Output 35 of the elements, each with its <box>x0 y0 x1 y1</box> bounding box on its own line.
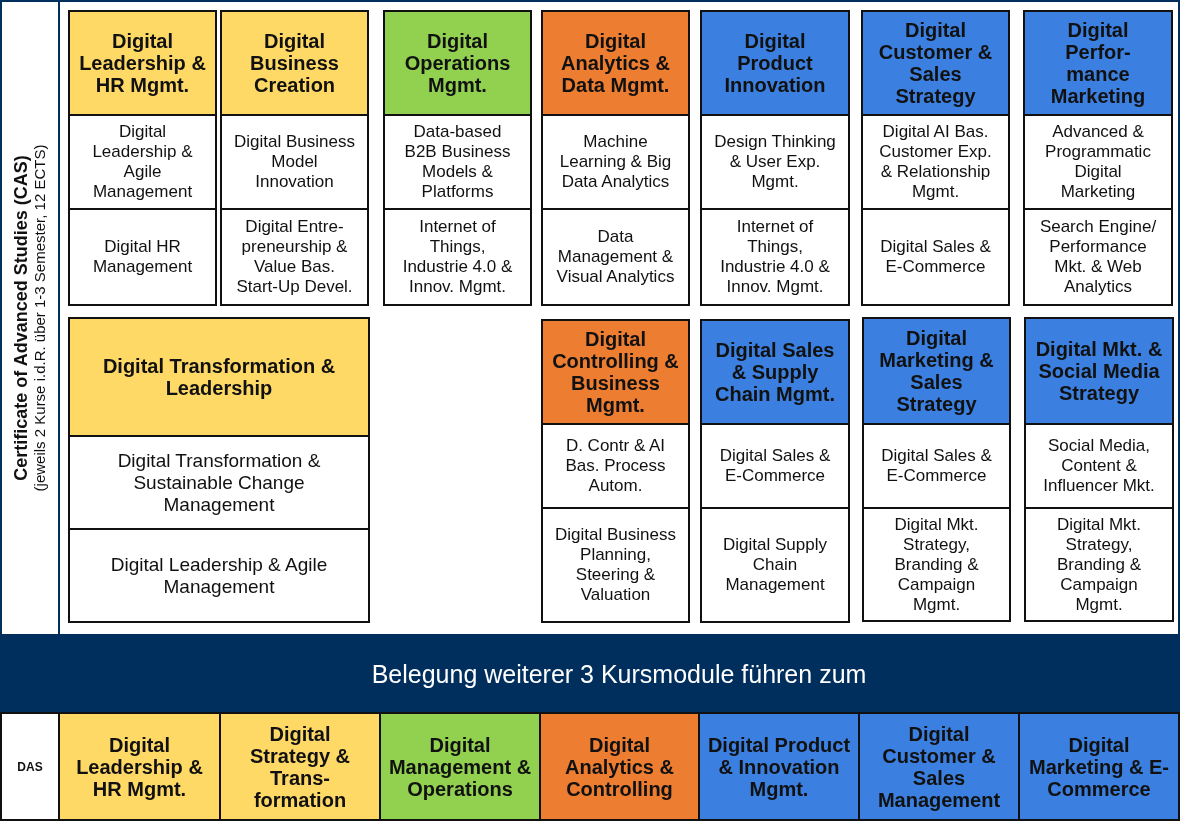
row-subheading: (jeweils 2 Kurse i.d.R. über 1-3 Semester, 12 ECTS) <box>31 144 49 492</box>
degree-module: Digital Customer & Sales Management <box>858 712 1020 821</box>
module-heading: Digital Operations Mgmt. <box>385 12 530 116</box>
degree-module: Digital Product & Innovation Mgmt. <box>698 712 860 821</box>
module-heading: Digital Sales & Supply Chain Mgmt. <box>702 321 848 425</box>
course-column <box>1023 10 1173 306</box>
degree-module: Digital Strategy & Trans- formation <box>219 712 381 821</box>
module-heading: Digital Marketing & Sales Strategy <box>864 319 1009 425</box>
course-column <box>862 317 1011 622</box>
module-heading: Digital Leadership & HR Mgmt. <box>70 12 215 116</box>
row-heading: Certificate of Advanced Studies (CAS) <box>11 155 31 481</box>
course-column <box>68 317 370 623</box>
course-column <box>1024 317 1174 622</box>
degree-module: Digital Leadership & HR Mgmt. <box>58 712 221 821</box>
course-column <box>541 319 690 623</box>
course-column <box>383 10 532 306</box>
module-heading: Digital Business Creation <box>222 12 367 116</box>
course-column <box>68 10 217 306</box>
course-column <box>700 10 850 306</box>
course-column <box>220 10 369 306</box>
module-heading: Digital Mkt. & Social Media Strategy <box>1026 319 1172 425</box>
module-heading: Digital Product Innovation <box>702 12 848 116</box>
module-heading: Digital Perfor- mance Marketing <box>1025 12 1171 116</box>
banner: Belegung weiterer 3 Kursmodule führen zum <box>0 634 1180 714</box>
module-heading: Digital Controlling & Business Mgmt. <box>543 321 688 425</box>
degree-module: Digital Analytics & Controlling <box>539 712 700 821</box>
course-column <box>700 319 850 623</box>
module-heading: Digital Transformation & Leadership <box>70 319 368 437</box>
module-heading: Digital Analytics & Data Mgmt. <box>543 12 688 116</box>
degree-module: Digital Marketing & E- Commerce <box>1018 712 1180 821</box>
course-column <box>541 10 690 306</box>
course-column <box>861 10 1010 306</box>
module-heading: Digital Customer & Sales Strategy <box>863 12 1008 116</box>
row-label: DAS <box>0 712 60 821</box>
degree-module: Digital Management & Operations <box>379 712 541 821</box>
